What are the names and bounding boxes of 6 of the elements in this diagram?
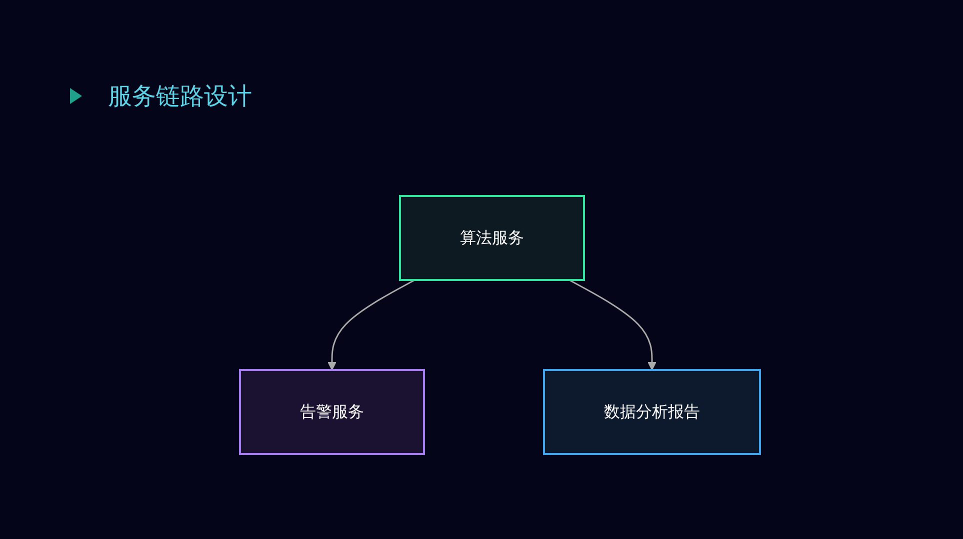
title: 服务链路设计 xyxy=(108,81,252,112)
node-box: 数据分析报告 xyxy=(543,369,761,455)
arrow xyxy=(568,279,656,370)
node-box: 算法服务 xyxy=(399,195,585,281)
arrow xyxy=(328,279,416,370)
node-box: 告警服务 xyxy=(239,369,425,455)
